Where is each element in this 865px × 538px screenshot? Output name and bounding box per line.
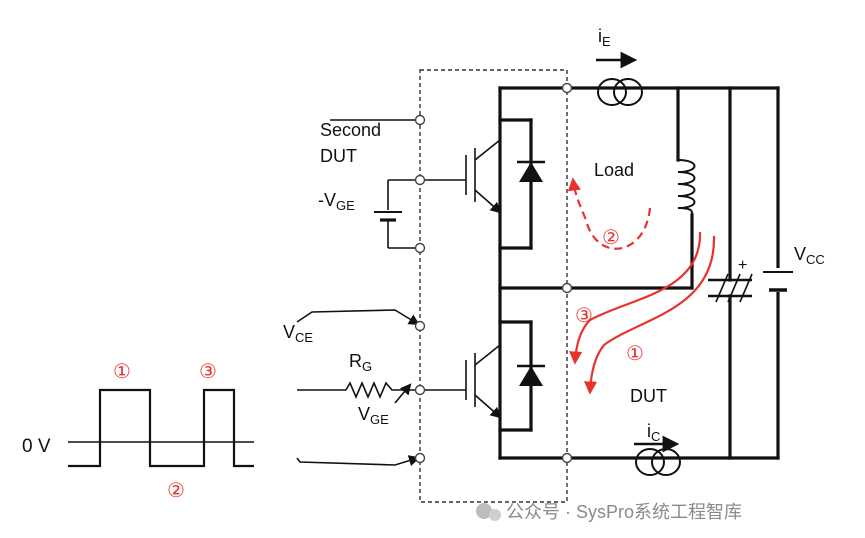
ie-sub: E [602,34,611,49]
ie-main: i [598,26,602,46]
gate-pulse-waveform: 0 V ① ② ③ [22,361,254,502]
emitter-sense-lead [296,455,421,466]
supply-source [763,268,793,292]
ic-main: i [647,421,651,441]
ic-label: iC [647,421,660,444]
minus-vge-main: -V [318,190,336,210]
second-dut-label-line1: Second [320,120,381,140]
upper-igbt [425,139,502,214]
vce-sub: CE [295,330,313,345]
watermark-text: 公众号 · SysPro系统工程智库 [506,502,742,522]
ie-current-probe [596,51,643,106]
pulse-marker-2: ② [167,480,185,502]
second-dut-label-line2: DUT [320,146,357,166]
vcc-sub: CC [806,252,825,267]
minus-vge-label: -VGE [318,190,355,213]
wechat-logo-icon [476,503,492,519]
vce-main: V [283,322,295,342]
rg-label: RG [349,351,372,374]
vcc-main: V [794,244,806,264]
lower-diode [517,364,545,386]
gate-resistor [297,380,418,404]
zero-volt-label: 0 V [22,436,51,457]
lower-igbt [425,344,502,419]
module-boundary [419,69,568,503]
upper-diode [517,160,545,182]
rg-sub: G [362,359,372,374]
vge-label: VGE [358,404,389,427]
pulse-trace [68,388,254,468]
path-marker-2: ② [602,227,620,249]
rg-main: R [349,351,362,371]
ic-current-probe [634,435,681,476]
vge-sub: GE [370,412,389,427]
vce-probe-lead [296,309,420,326]
path-marker-3: ③ [575,305,593,327]
terminals [414,82,573,464]
current-path-2 [567,177,652,250]
ie-label: iE [598,26,611,49]
path-marker-1: ① [626,343,644,365]
pulse-marker-3: ③ [199,361,217,383]
negative-gate-bias-source [330,119,420,249]
vge-main: V [358,404,370,424]
vce-label: VCE [283,322,313,345]
load-label: Load [594,160,634,180]
load-inductor [677,159,696,216]
watermark: 公众号 · SysPro系统工程智库 [476,502,742,522]
dut-label: DUT [630,386,667,406]
ic-sub: C [651,429,660,444]
capacitor-plus-sign: + [738,257,747,274]
current-path-3 [569,231,702,365]
dc-link-capacitor [708,273,753,303]
current-path-1 [583,235,716,395]
pulse-marker-1: ① [113,361,131,383]
minus-vge-sub: GE [336,198,355,213]
vcc-label: VCC [794,244,825,267]
